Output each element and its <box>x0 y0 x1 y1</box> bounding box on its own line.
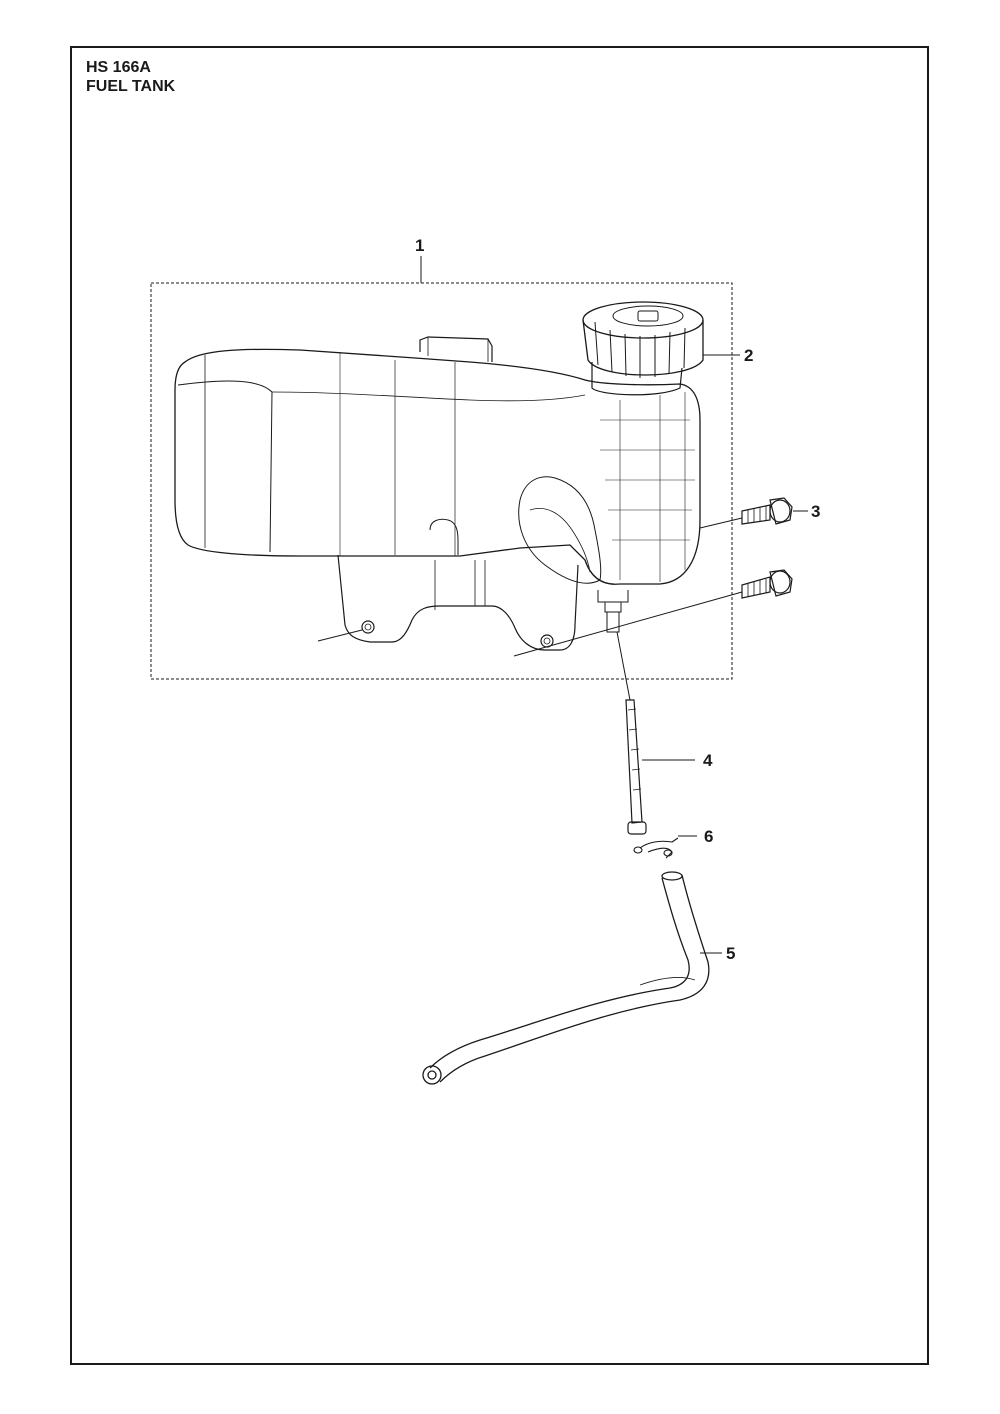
model-label: HS 166A <box>86 59 151 76</box>
fuel-cap <box>582 301 704 378</box>
page-frame <box>70 46 929 1365</box>
fuel-filter <box>625 699 647 835</box>
assembly-group-box <box>150 282 733 680</box>
callout-4: 4 <box>703 751 713 770</box>
flange-bolt <box>741 569 793 599</box>
flange-bolt <box>741 497 793 525</box>
page-title: HS 166A FUEL TANK <box>86 58 175 96</box>
callout-5: 5 <box>726 944 735 963</box>
callout-6: 6 <box>704 827 713 846</box>
callout-2: 2 <box>744 346 753 365</box>
fuel-hose <box>422 871 710 1085</box>
callout-3: 3 <box>811 502 820 521</box>
callout-1: 1 <box>415 236 424 255</box>
section-label: FUEL TANK <box>86 78 176 95</box>
fuel-tank <box>174 336 701 651</box>
hose-clamp <box>633 837 679 859</box>
